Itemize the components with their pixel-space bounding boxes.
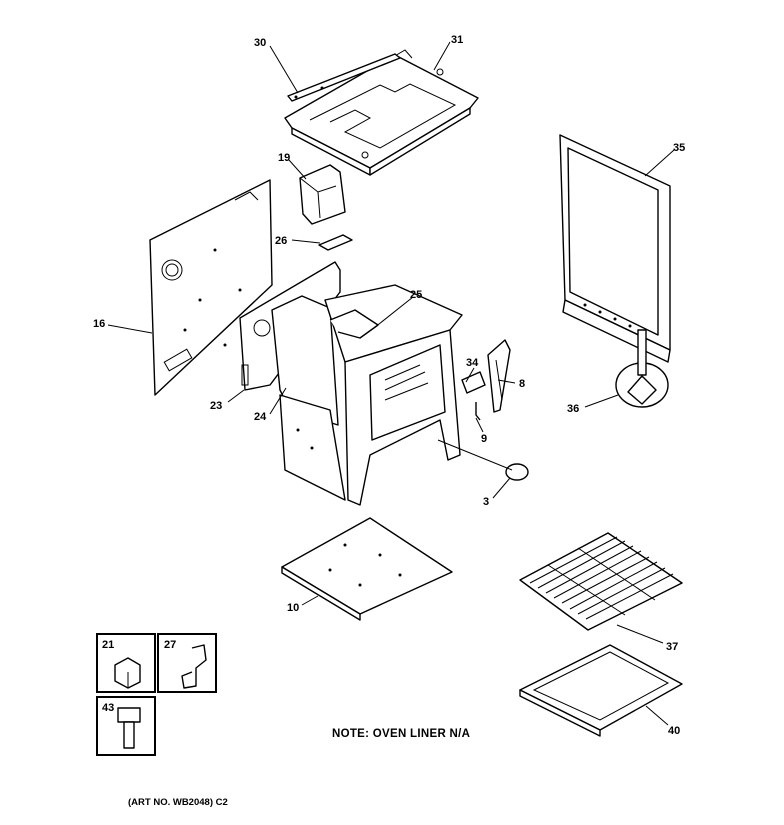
callout-8: 8: [519, 378, 525, 390]
callout-16: 16: [93, 318, 105, 330]
callout-43: 43: [102, 702, 114, 714]
callout-9: 9: [481, 433, 487, 445]
inset-box-part-43: [96, 696, 156, 756]
vent-duct-part-19: [299, 164, 346, 225]
top-panel-part-31: [284, 49, 479, 176]
note-text: NOTE: OVEN LINER N/A: [332, 728, 470, 740]
door-knob-part-36: [615, 329, 669, 408]
back-panel-part-16: [149, 179, 273, 396]
callout-34: 34: [466, 357, 479, 369]
oven-rack-part-37: [519, 532, 683, 631]
inset-box-part-21: [96, 633, 156, 693]
callout-19: 19: [278, 152, 290, 164]
callout-36: 36: [567, 403, 579, 415]
callout-26: 26: [275, 235, 287, 247]
callout-21: 21: [102, 639, 114, 651]
callout-24: 24: [254, 411, 267, 423]
callout-30: 30: [254, 37, 266, 49]
callout-27: 27: [164, 639, 176, 651]
inset-box-part-27: [157, 633, 217, 693]
top-trim-strip-part-30: [287, 53, 401, 102]
callout-35: 35: [673, 142, 685, 154]
art-number: (ART NO. WB2048) C2: [128, 797, 228, 808]
drawer-pan-part-10: [281, 517, 453, 621]
callout-10: 10: [287, 602, 299, 614]
callout-3: 3: [483, 496, 489, 508]
broiler-pan-part-40: [519, 644, 683, 737]
leveling-leg-part-3: [505, 463, 529, 481]
insulation-part-24: [271, 295, 339, 426]
gasket-part-26: [318, 234, 353, 251]
callout-23: 23: [210, 400, 222, 412]
hinge-part-34: [461, 371, 486, 394]
hinge-arm-part-8: [487, 339, 511, 413]
callout-25: 25: [410, 289, 422, 301]
callout-40: 40: [668, 725, 680, 737]
spring-part-9: [475, 402, 481, 421]
callout-37: 37: [666, 641, 678, 653]
leader-lines: [107, 41, 675, 726]
callout-31: 31: [451, 34, 463, 46]
oven-body-frame: [279, 284, 463, 506]
